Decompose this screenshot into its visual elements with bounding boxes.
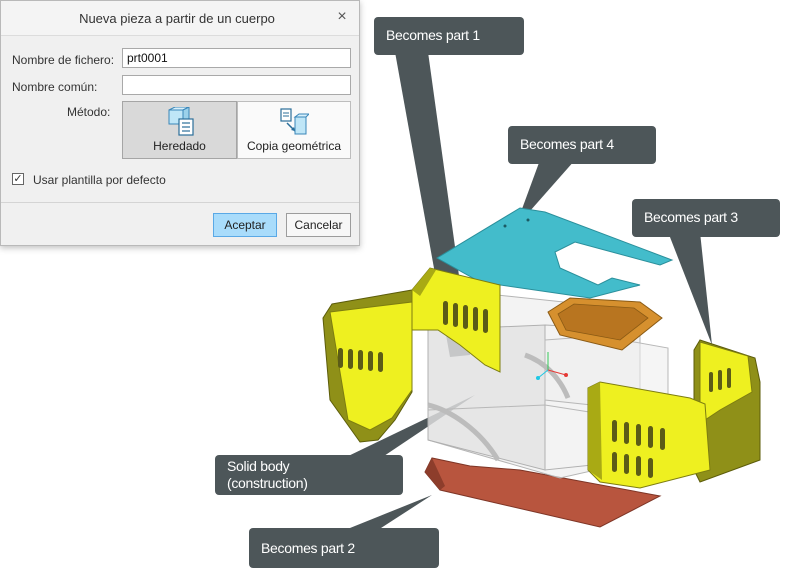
callout-solid-body: Solid body (construction): [215, 455, 403, 495]
pointer-part3: [668, 232, 712, 345]
method-geometry-copy-button[interactable]: Copia geométrica: [237, 101, 351, 159]
close-icon[interactable]: ×: [337, 8, 347, 25]
callout-part4: Becomes part 4: [508, 126, 656, 164]
pointer-part2: [345, 495, 432, 530]
default-template-checkbox[interactable]: ✓: [12, 173, 24, 185]
callout-part2: Becomes part 2: [249, 528, 439, 568]
default-template-label: Usar plantilla por defecto: [33, 173, 166, 187]
common-name-input[interactable]: [122, 75, 351, 95]
common-name-label: Nombre común:: [12, 80, 98, 94]
accept-button[interactable]: Aceptar: [213, 213, 277, 237]
yellow-left-panel: [322, 267, 501, 443]
dialog-titlebar[interactable]: Nueva pieza a partir de un cuerpo ×: [1, 1, 359, 36]
method-inheritance-label: Heredado: [153, 139, 206, 153]
file-name-label: Nombre de fichero:: [12, 53, 115, 67]
orange-tray: [547, 297, 663, 351]
cancel-button[interactable]: Cancelar: [286, 213, 351, 237]
geometry-copy-icon: [280, 108, 309, 135]
dialog-title: Nueva pieza a partir de un cuerpo: [79, 11, 275, 26]
file-name-input[interactable]: [122, 48, 351, 68]
method-label: Método:: [67, 105, 111, 119]
part2-base: [424, 457, 662, 528]
dialog-separator: [1, 202, 359, 203]
method-inheritance-button[interactable]: Heredado: [122, 101, 237, 159]
method-geometry-copy-label: Copia geométrica: [246, 139, 342, 153]
part4-cover: [436, 207, 674, 299]
callout-part1: Becomes part 1: [374, 17, 524, 55]
callout-part3: Becomes part 3: [632, 199, 780, 237]
inheritance-icon: [168, 107, 194, 136]
new-part-from-body-dialog: Nueva pieza a partir de un cuerpo × Nomb…: [0, 0, 360, 246]
part3-right-panel: [587, 339, 761, 489]
